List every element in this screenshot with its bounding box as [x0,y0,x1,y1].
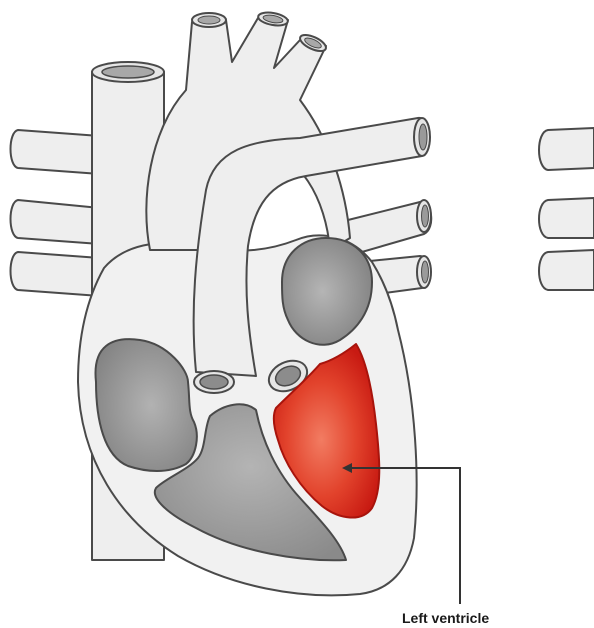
left-ventricle-label: Left ventricle [402,610,489,626]
right-edge-vessels [539,128,594,290]
left-pulmonary-veins [11,130,101,296]
